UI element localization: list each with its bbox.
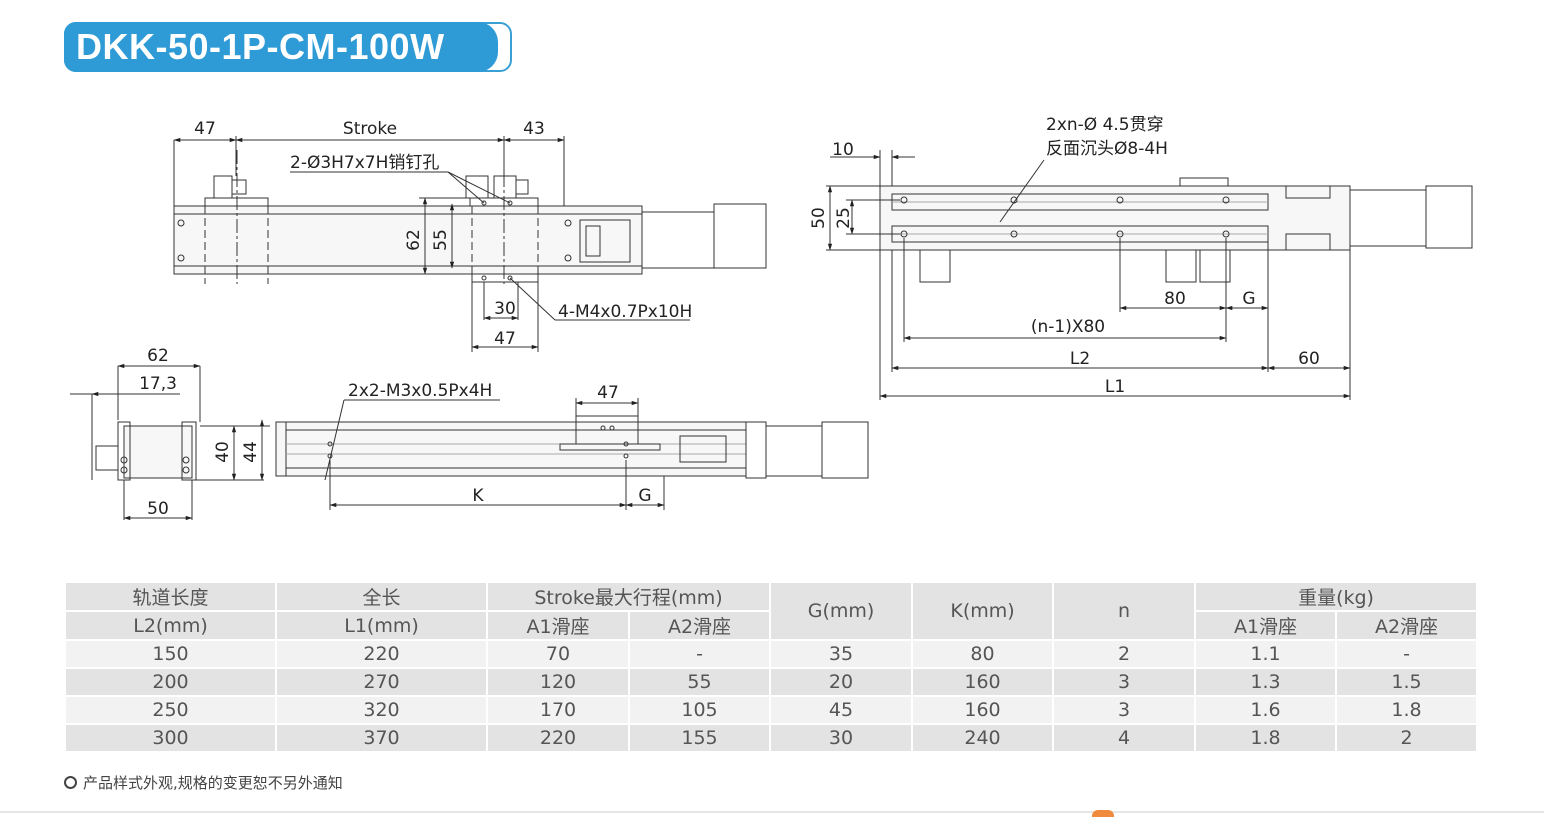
header-rail-length-unit: L2(mm) [64, 610, 277, 641]
cell-l1: 370 [275, 723, 488, 753]
dim-top-47b: 47 [494, 329, 516, 349]
cell-weight-a2: 2 [1335, 723, 1479, 753]
cell-n: 3 [1052, 695, 1197, 725]
footnote: 产品样式外观,规格的变更恕不另外通知 [64, 772, 343, 793]
cell-weight-a1: 1.3 [1194, 667, 1338, 697]
side-view [826, 150, 1473, 400]
title-badge [64, 22, 498, 72]
cell-n: 2 [1052, 639, 1197, 669]
cell-k: 240 [911, 723, 1055, 753]
cell-weight-a2: 1.5 [1335, 667, 1479, 697]
dim-end-44: 44 [241, 441, 261, 463]
header-k: K(mm) [911, 581, 1055, 641]
header-g: G(mm) [769, 581, 914, 641]
dim-top-55: 55 [431, 229, 451, 251]
cell-k: 160 [911, 695, 1055, 725]
header-total-length: 全长 [275, 581, 488, 612]
cell-k: 80 [911, 639, 1055, 669]
dim-side-50: 50 [809, 207, 829, 229]
cell-weight-a1: 1.6 [1194, 695, 1338, 725]
header-rail-length: 轨道长度 [64, 581, 277, 612]
footnote-text: 产品样式外观,规格的变更恕不另外通知 [83, 774, 343, 792]
cell-g: 35 [769, 639, 914, 669]
cell-g: 45 [769, 695, 914, 725]
technical-drawing: 47 Stroke 43 62 55 30 47 2-Ø3H7x7H销钉孔 4-… [70, 115, 1473, 521]
hole-note-counterbore: 反面沉头Ø8-4H [1046, 139, 1168, 159]
header-total-length-unit: L1(mm) [275, 610, 488, 641]
pin-hole-note: 2-Ø3H7x7H销钉孔 [290, 153, 439, 173]
cell-l2: 200 [64, 667, 277, 697]
dim-top-30: 30 [494, 299, 516, 319]
dim-side-60: 60 [1298, 349, 1320, 369]
cell-k: 160 [911, 667, 1055, 697]
cell-l1: 320 [275, 695, 488, 725]
cell-l2: 250 [64, 695, 277, 725]
header-n: n [1052, 581, 1197, 641]
table-row: 300 370 220 155 30 240 4 1.8 2 [64, 723, 1479, 753]
dim-top-stroke: Stroke [343, 119, 397, 139]
footer-accent-mark [1092, 810, 1114, 817]
cell-n: 4 [1052, 723, 1197, 753]
cell-weight-a1: 1.1 [1194, 639, 1338, 669]
cell-stroke-a1: 220 [486, 723, 630, 753]
cell-weight-a1: 1.8 [1194, 723, 1338, 753]
cell-stroke-a1: 70 [486, 639, 630, 669]
dim-end-50: 50 [147, 499, 169, 519]
end-view [70, 363, 270, 521]
dim-top-47: 47 [194, 119, 216, 139]
front-view [275, 398, 869, 510]
cell-l2: 300 [64, 723, 277, 753]
cell-weight-a2: - [1335, 639, 1479, 669]
header-weight: 重量(kg) [1194, 581, 1479, 612]
header-weight-a2: A2滑座 [1335, 610, 1479, 641]
hole-note-through: 2xn-Ø 4.5贯穿 [1046, 115, 1164, 135]
dim-end-40: 40 [213, 441, 233, 463]
dim-front-47: 47 [597, 383, 619, 403]
cell-weight-a2: 1.8 [1335, 695, 1479, 725]
cell-stroke-a2: 155 [627, 723, 772, 753]
circle-bullet-icon [64, 776, 77, 789]
table-row: 150 220 70 - 35 80 2 1.1 - [64, 639, 1479, 669]
tap-hole-note: 4-M4x0.7Px10H [558, 302, 692, 322]
cell-stroke-a2: 55 [627, 667, 772, 697]
dim-side-25: 25 [834, 207, 854, 229]
header-stroke-a1: A1滑座 [486, 610, 630, 641]
spec-table: 轨道长度 全长 Stroke最大行程(mm) G(mm) K(mm) n 重量(… [64, 581, 1479, 753]
cell-l2: 150 [64, 639, 277, 669]
table-row: 200 270 120 55 20 160 3 1.3 1.5 [64, 667, 1479, 697]
dim-side-l1: L1 [1105, 377, 1125, 397]
dim-side-g: G [1242, 289, 1255, 309]
cell-g: 20 [769, 667, 914, 697]
dim-side-pitch: (n-1)X80 [1031, 317, 1105, 337]
cell-l1: 270 [275, 667, 488, 697]
cell-stroke-a1: 170 [486, 695, 630, 725]
dim-front-k: K [472, 486, 484, 506]
cell-stroke-a2: 105 [627, 695, 772, 725]
cell-n: 3 [1052, 667, 1197, 697]
front-tap-hole-note: 2x2-M3x0.5Px4H [348, 381, 492, 401]
cell-g: 30 [769, 723, 914, 753]
dim-side-80: 80 [1164, 289, 1186, 309]
header-stroke-a2: A2滑座 [627, 610, 772, 641]
dim-side-l2: L2 [1070, 349, 1090, 369]
dim-side-10: 10 [832, 140, 854, 160]
header-stroke: Stroke最大行程(mm) [485, 581, 772, 612]
footer-divider [0, 811, 1544, 813]
top-view [173, 136, 767, 352]
header-weight-a1: A1滑座 [1194, 610, 1338, 641]
dim-top-62: 62 [404, 229, 424, 251]
product-title: DKK-50-1P-CM-100W [76, 26, 445, 67]
cell-stroke-a1: 120 [486, 667, 630, 697]
table-row: 250 320 170 105 45 160 3 1.6 1.8 [64, 695, 1479, 725]
dim-end-62: 62 [147, 346, 169, 366]
dim-end-17-3: 17,3 [139, 374, 177, 394]
dim-front-g: G [638, 486, 651, 506]
cell-stroke-a2: - [627, 639, 772, 669]
cell-l1: 220 [275, 639, 488, 669]
dim-top-43: 43 [523, 119, 545, 139]
